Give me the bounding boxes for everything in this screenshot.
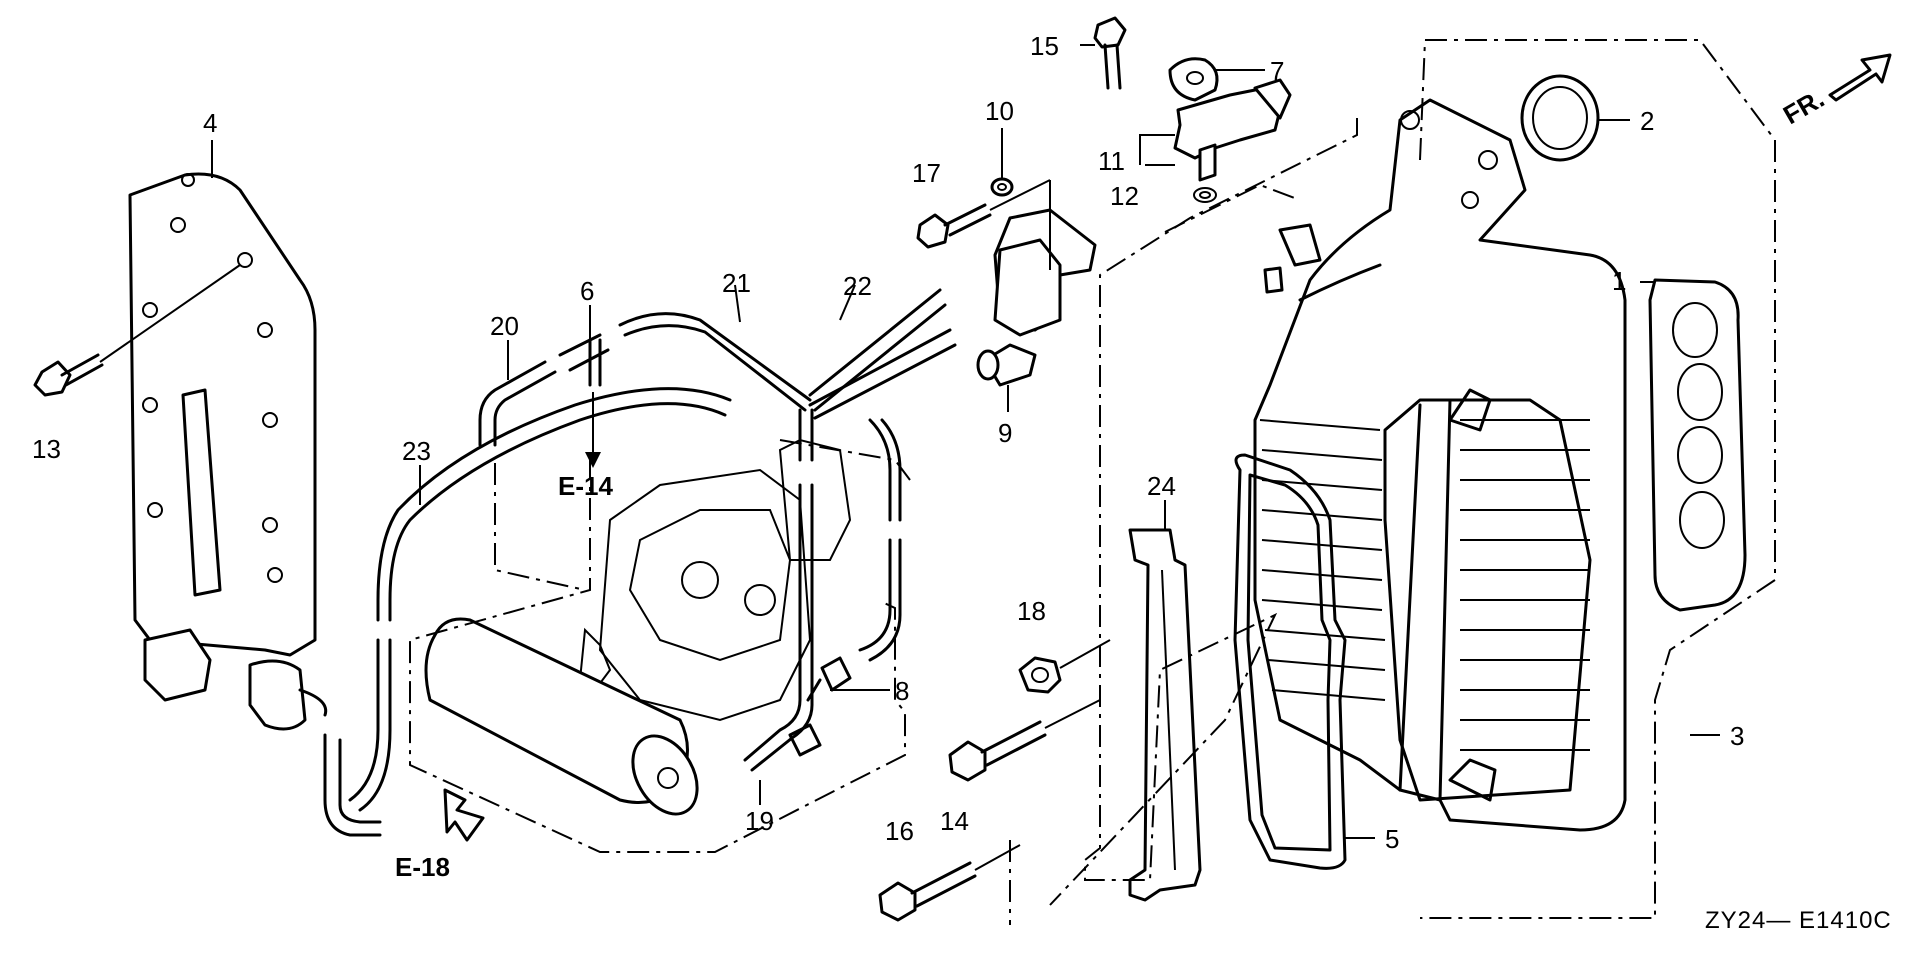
- callout-4: 4: [203, 108, 217, 138]
- hoses: [348, 288, 957, 812]
- callout-12: 12: [1110, 181, 1139, 211]
- part-2-o-ring: [1520, 74, 1630, 162]
- manifold-group-outline: [1049, 39, 1776, 919]
- callout-10: 10: [985, 96, 1014, 126]
- callout-2: 2: [1640, 106, 1654, 136]
- callout-18: 18: [1017, 596, 1046, 626]
- e18-arrow: [443, 788, 485, 842]
- callout-5: 5: [1385, 824, 1399, 854]
- front-direction-label: FR.: [1778, 83, 1829, 130]
- e14-arrow: [585, 392, 601, 468]
- callout-17: 17: [912, 158, 941, 188]
- callout-16: 16: [885, 816, 914, 846]
- callout-6: 6: [580, 276, 594, 306]
- part-12-o-ring: [1193, 187, 1217, 203]
- part-17-bolt: [916, 179, 1051, 270]
- drawing-code: ZY24— E1410C: [1705, 907, 1892, 934]
- callout-7: 7: [1270, 56, 1284, 86]
- part-15-bolt: [1080, 16, 1127, 90]
- front-direction-arrow: [1828, 53, 1892, 102]
- part-14-bolt: [948, 699, 1101, 782]
- part-16-bolt: [878, 844, 1021, 922]
- callout-1: 1: [1612, 266, 1626, 296]
- callout-19: 19: [745, 806, 774, 836]
- part-5-gasket: [1233, 453, 1375, 870]
- part-7-clip: [1168, 57, 1265, 102]
- callout-8: 8: [895, 676, 909, 706]
- callout-23: 23: [402, 436, 431, 466]
- part-10-washer: [990, 128, 1014, 197]
- callout-22: 22: [843, 271, 872, 301]
- callout-leaders: [211, 140, 1720, 805]
- callout-3: 3: [1730, 721, 1744, 751]
- callout-14: 14: [940, 806, 969, 836]
- dashed-group-outline: [409, 458, 906, 853]
- callout-11: 11: [1098, 146, 1125, 176]
- callout-13: 13: [32, 434, 61, 464]
- part-11-sensor: [1139, 78, 1292, 182]
- part-24-strip: [1128, 500, 1202, 902]
- part-9-solenoid: [976, 208, 1097, 412]
- throttle-body-assembly: [424, 438, 852, 816]
- part-4-plate: [128, 172, 382, 837]
- callout-21: 21: [722, 268, 751, 298]
- callout-9: 9: [998, 418, 1012, 448]
- part-1-gasket: [1640, 278, 1747, 612]
- reference-e14: E-14: [558, 471, 613, 501]
- callout-20: 20: [490, 311, 519, 341]
- part-18-nut: [1018, 639, 1111, 694]
- callout-15: 15: [1030, 31, 1059, 61]
- reference-e18: E-18: [395, 852, 450, 882]
- part-13-bolt: [33, 264, 241, 397]
- part-3-intake-manifold: [1253, 98, 1627, 832]
- callout-24: 24: [1147, 471, 1176, 501]
